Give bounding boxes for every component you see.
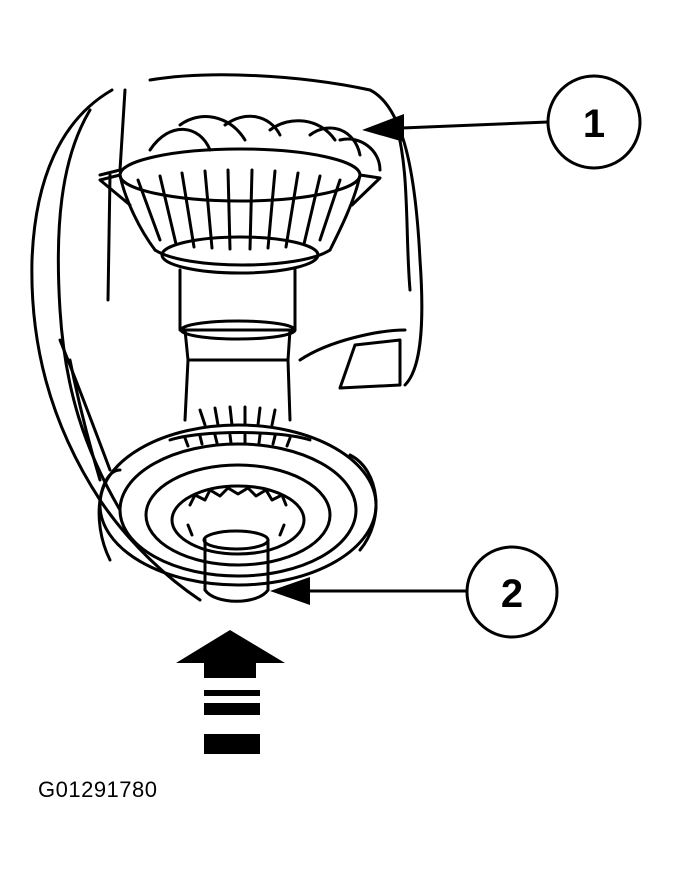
callout-1: 1 [362,74,642,170]
pinion-shaft [178,268,297,427]
arrow-dash-2 [204,703,260,715]
ring-gear-teeth [148,114,382,172]
up-arrow-icon [176,630,285,678]
force-direction-arrow [176,630,285,754]
arrow-dash-3 [204,734,260,754]
arrow-dash-1 [204,690,260,696]
callout-circle-2 [465,545,559,639]
leader-line-1 [401,120,549,130]
leader-arrowhead-1 [362,114,404,142]
callout-2: 2 [270,545,559,639]
callout-number-2: 2 [501,572,523,616]
pilot-bearing-assembly [97,423,378,587]
shaft-end [186,486,288,603]
figure-id-label: G01291780 [38,777,158,802]
tapered-roller-bearing [98,147,382,275]
leader-arrowhead-2 [270,577,310,605]
callout-number-1: 1 [583,102,605,146]
callout-circle-1 [546,74,642,170]
